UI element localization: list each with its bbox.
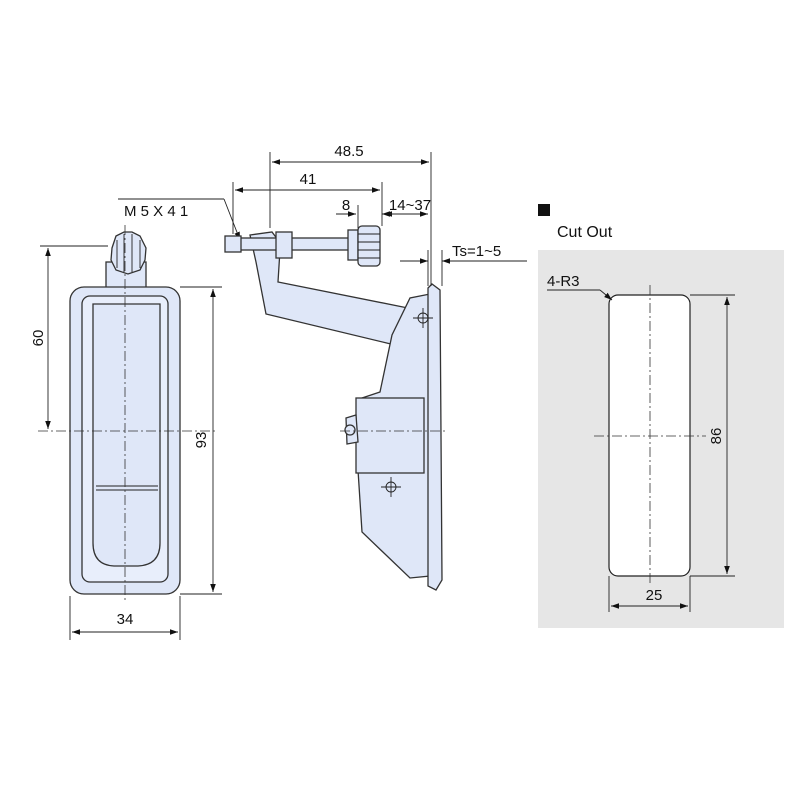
side-screw-shaft (232, 237, 359, 251)
thread-callout: M 5 X 4 1 (118, 198, 241, 241)
dimension-41-label: 41 (300, 171, 317, 188)
dimension-25: 25 (608, 576, 691, 612)
dimension-93-label: 93 (193, 432, 210, 449)
cutout-radius-callout: 4-R3 (547, 273, 613, 301)
front-knob (105, 231, 147, 291)
dimension-41: 41 (232, 171, 383, 234)
cutout-panel: Cut Out 4-R3 86 25 (538, 204, 784, 628)
side-hole-bottom (381, 477, 401, 497)
dimension-thickness: Ts=1~5 (400, 243, 527, 286)
dimension-34-label: 34 (117, 611, 134, 628)
side-hole-top (413, 308, 433, 328)
side-view (224, 225, 448, 591)
side-screw-tip (224, 235, 242, 253)
dimension-86: 86 (690, 294, 735, 577)
cutout-radius-label: 4-R3 (547, 273, 580, 290)
cutout-shape (608, 294, 691, 577)
dimension-48-5: 48.5 (269, 143, 432, 286)
side-knurled-knob (347, 225, 381, 267)
dimension-60-label: 60 (30, 330, 47, 347)
side-latch-block (355, 397, 425, 474)
dimension-48-5-label: 48.5 (334, 143, 363, 160)
dimension-25-label: 25 (646, 587, 663, 604)
cutout-title: Cut Out (557, 224, 613, 241)
thickness-label: Ts=1~5 (452, 243, 501, 260)
dimension-93: 93 (180, 286, 222, 595)
dimension-60: 60 (30, 245, 108, 429)
side-flange (427, 283, 443, 591)
dimension-86-label: 86 (708, 428, 725, 445)
cutout-marker (538, 204, 550, 216)
dimension-14-37: 14~37 (382, 197, 431, 217)
side-nut (275, 231, 293, 259)
dimension-14-37-label: 14~37 (389, 197, 431, 214)
dimension-34: 34 (69, 596, 181, 640)
dimension-8-label: 8 (342, 197, 350, 214)
thread-label: M 5 X 4 1 (124, 203, 188, 220)
front-view: 60 93 34 (30, 225, 222, 640)
